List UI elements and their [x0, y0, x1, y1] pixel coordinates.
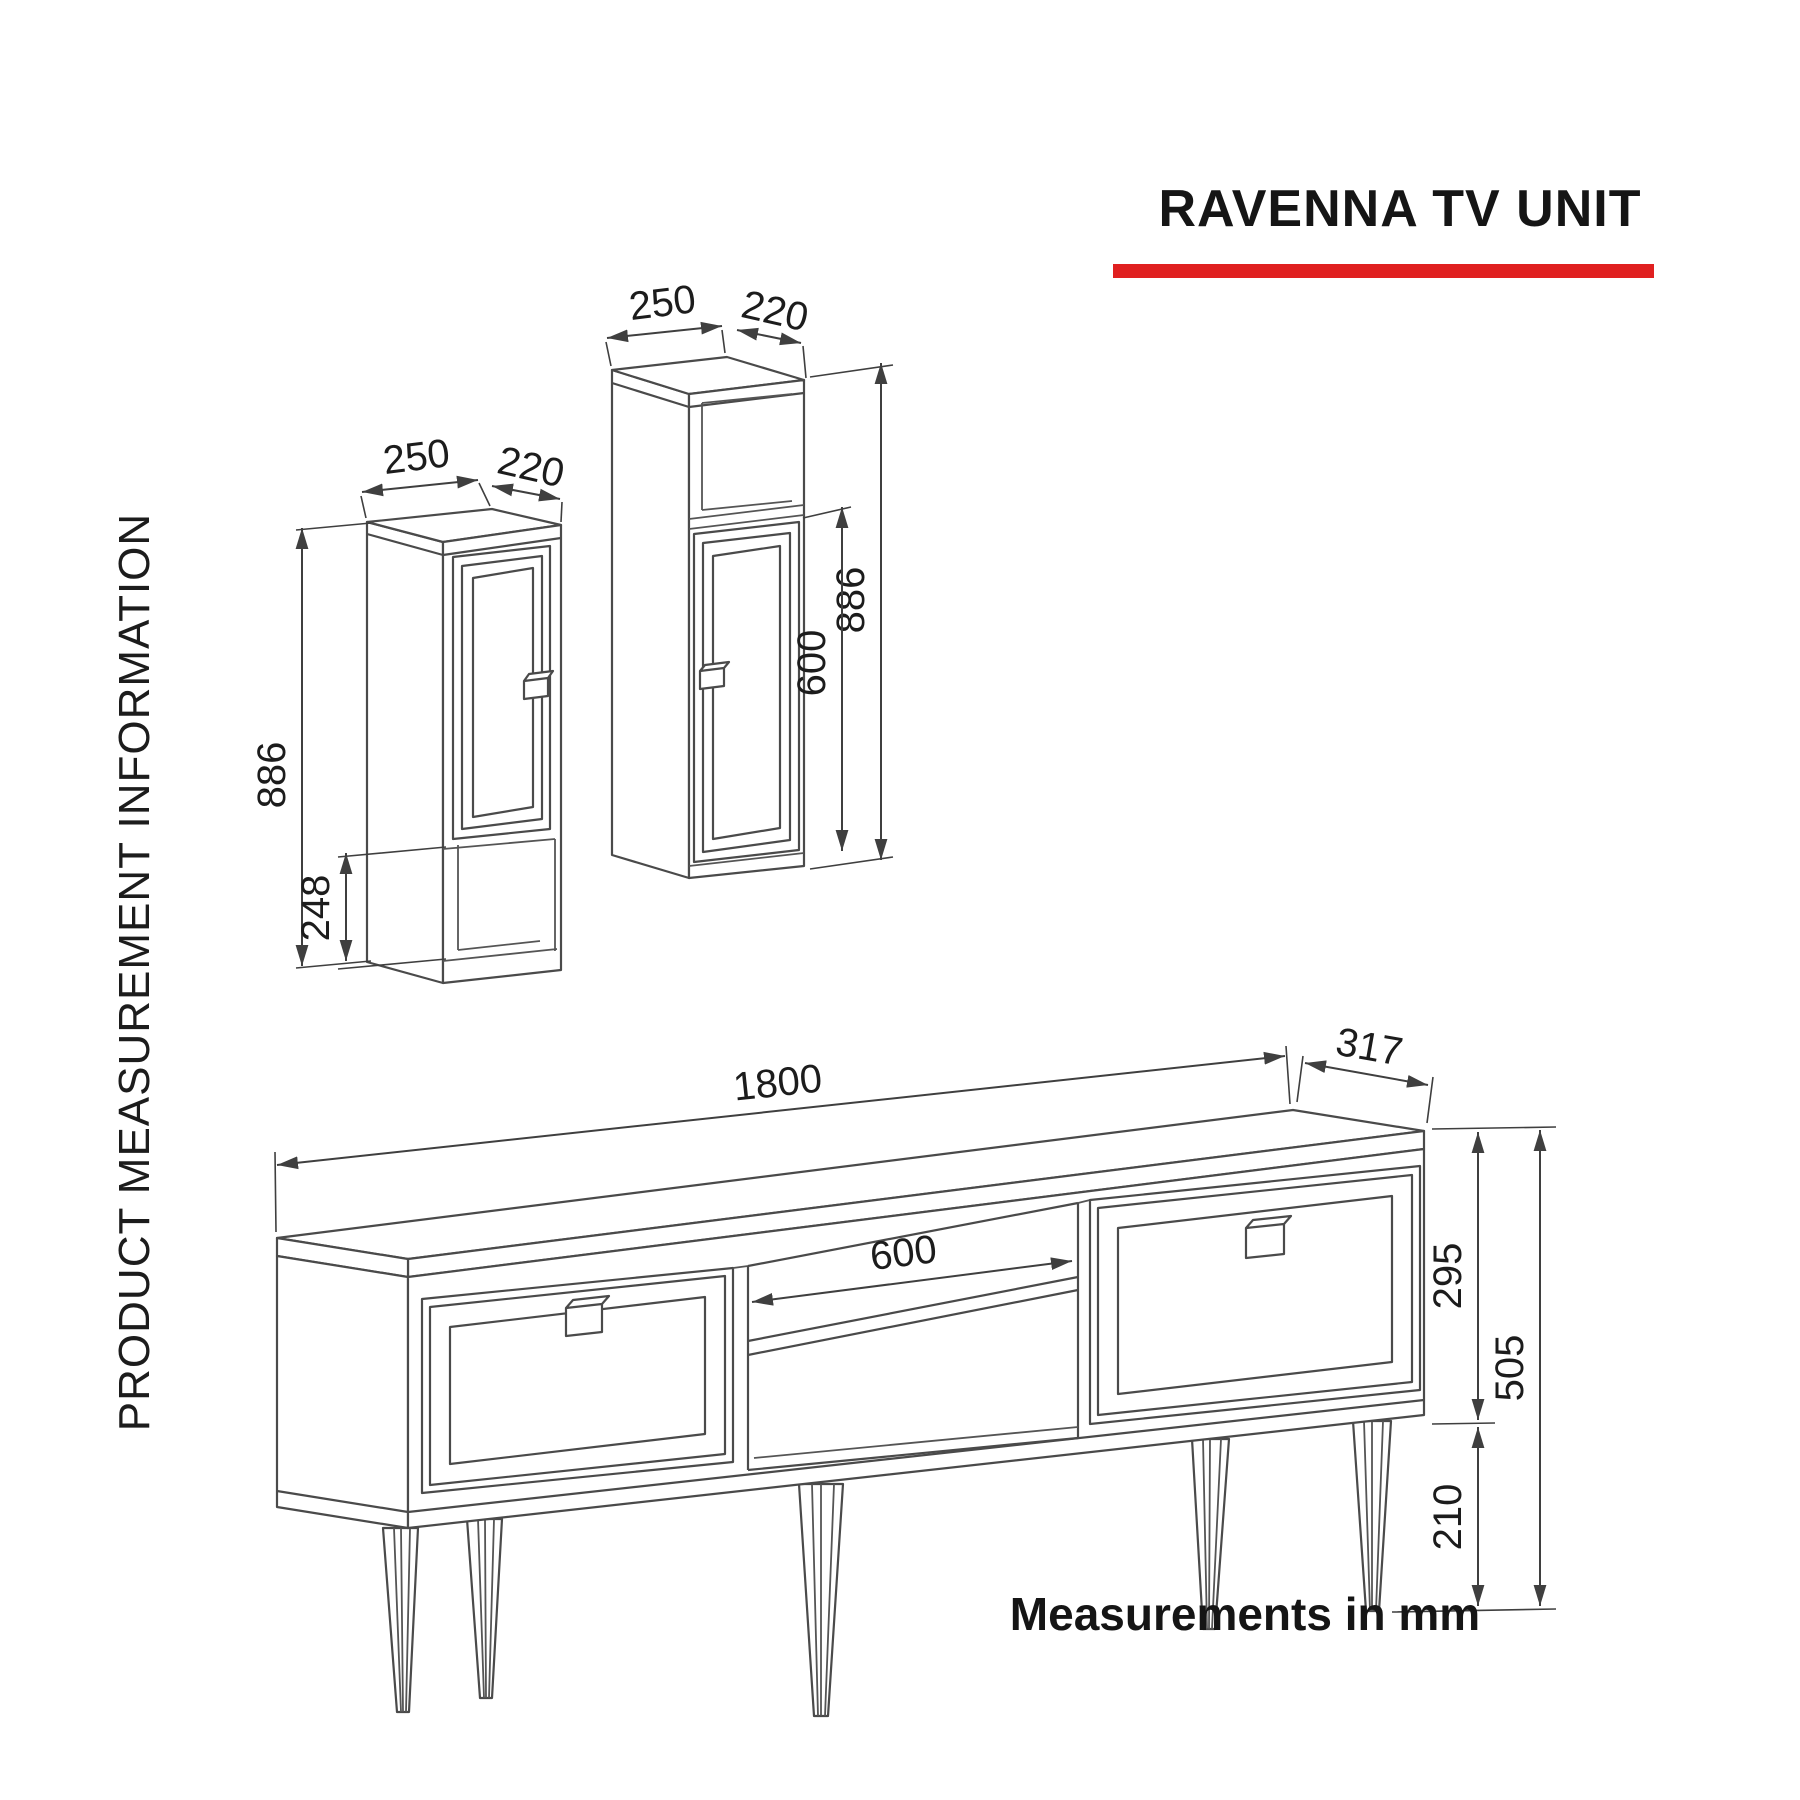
- tv-stand-right-door: [1088, 1164, 1422, 1426]
- dim-cabinet-left-width: 250: [381, 431, 453, 483]
- cabinet-right-door: [692, 520, 801, 864]
- side-caption: PRODUCT MEASUREMENT INFORMATION: [110, 513, 159, 1431]
- cabinet-left-side-face: [365, 520, 445, 985]
- dim-tv-stand-width: 1800: [731, 1057, 824, 1110]
- tv-stand-left-door-handle: [564, 1294, 611, 1338]
- cabinet-right-side-face: [610, 368, 691, 880]
- title-underline: [1113, 264, 1654, 278]
- tv-stand: 1800 317 600 295 210 505: [274, 1020, 1557, 1718]
- tv-stand-legs: [381, 1419, 1393, 1718]
- tv-stand-left-face: [275, 1254, 410, 1530]
- dim-cabinet-right-height: 886: [829, 567, 873, 634]
- dim-cabinet-right-door-section: 600: [790, 630, 834, 697]
- cabinet-left-door: [451, 544, 552, 841]
- dim-cabinet-left-open-section: 248: [294, 875, 338, 942]
- dim-cabinet-left-height: 886: [250, 742, 294, 809]
- page-title: RAVENNA TV UNIT: [1159, 180, 1642, 238]
- dim-tv-stand-total-height: 505: [1488, 1335, 1532, 1402]
- dim-tv-stand-opening: 600: [868, 1227, 940, 1279]
- tv-stand-right-door-handle: [1244, 1214, 1293, 1260]
- cabinet-right-front-face: [687, 378, 806, 880]
- cabinet-left-door-handle: [522, 669, 555, 701]
- dim-tv-stand-body-height: 295: [1426, 1243, 1470, 1310]
- dim-tv-stand-leg-height: 210: [1426, 1484, 1470, 1551]
- tv-stand-left-door: [420, 1266, 735, 1495]
- wall-cabinet-left: 250 220 886 248: [250, 431, 568, 985]
- units-note: Measurements in mm: [1010, 1588, 1480, 1640]
- cabinet-left-front-face: [441, 523, 563, 985]
- cabinet-right-door-handle: [698, 660, 731, 691]
- tv-stand-front-face: [406, 1147, 1426, 1530]
- dim-cabinet-right-width: 250: [627, 277, 699, 329]
- dim-tv-stand-depth: 317: [1333, 1020, 1406, 1075]
- wall-cabinet-right: 250 220 886 600: [605, 277, 894, 880]
- page-header: RAVENNA TV UNIT: [1113, 180, 1654, 278]
